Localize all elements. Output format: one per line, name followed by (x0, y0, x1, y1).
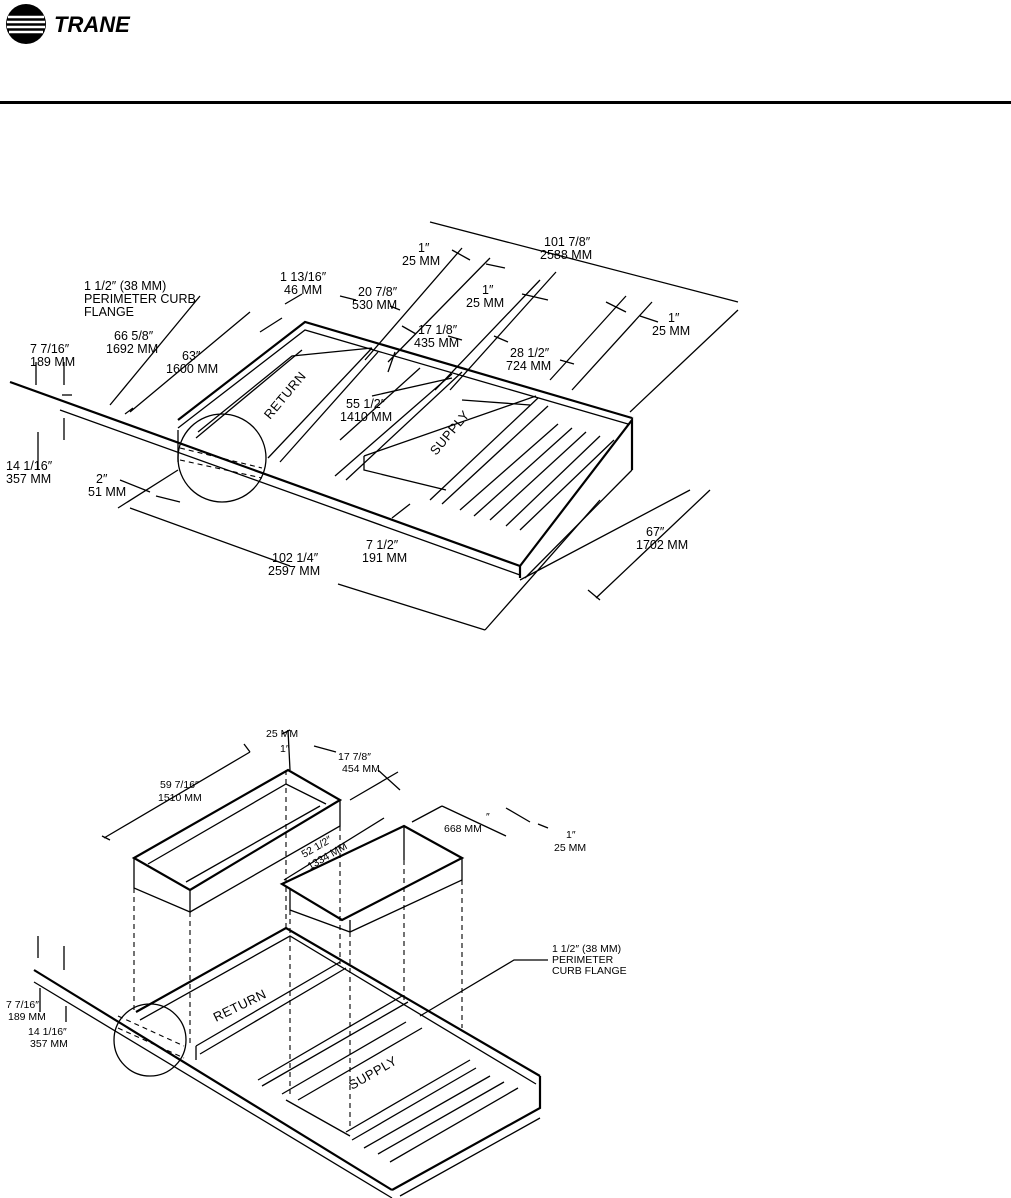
dim2-668-mark: ″ (486, 811, 490, 823)
dim2-17-7-8-in: 17 7/8″ (338, 751, 371, 763)
page-header: TRANE (0, 0, 1011, 106)
dim-20-7-8-in: 20 7/8″ (358, 285, 398, 299)
dim-25-mm-a: 25 MM (402, 254, 440, 268)
dim2-1510-mm: 1510 MM (158, 792, 202, 804)
dim-63-in: 63″ (182, 349, 201, 363)
plenum-drop-lines (133, 770, 463, 1130)
dim-1-in-b: 1″ (482, 283, 494, 297)
dim-435-mm: 435 MM (414, 336, 459, 350)
dim2-25-mm-b: 25 MM (554, 842, 586, 854)
supply-label: SUPPLY (427, 407, 473, 458)
dim-1600-mm: 1600 MM (166, 362, 218, 376)
dim-46-mm: 46 MM (284, 283, 322, 297)
dim-66-5-8-in: 66 5/8″ (114, 329, 154, 343)
dim-2597-mm: 2597 MM (268, 564, 320, 578)
flange2-note-3: CURB FLANGE (552, 965, 627, 977)
dim-724-mm: 724 MM (506, 359, 551, 373)
dim-14-1-16-in: 14 1/16″ (6, 459, 53, 473)
dim-7-1-2-in: 7 1/2″ (366, 538, 399, 552)
dim2-59-7-16-in: 59 7/16″ (160, 779, 199, 791)
dim2-357-mm: 357 MM (30, 1038, 68, 1050)
dim-191-mm: 191 MM (362, 551, 407, 565)
dim-2-in: 2″ (96, 472, 108, 486)
dim2-14-1-16-in: 14 1/16″ (28, 1026, 67, 1038)
curb-outline (9, 320, 634, 579)
supply-label-2: SUPPLY (346, 1053, 400, 1093)
dimension-lines-2 (37, 729, 549, 1022)
dim2-454-mm: 454 MM (342, 763, 380, 775)
detail-circle-2 (113, 1003, 187, 1077)
brand-wordmark: TRANE (54, 12, 131, 37)
flange-note-2: PERIMETER CURB (84, 292, 196, 306)
dim-1-13-16-in: 1 13/16″ (280, 270, 327, 284)
dim2-1-in-a: 1″ (280, 743, 290, 755)
curb-frame (33, 926, 542, 1198)
detail-circle (177, 413, 267, 503)
dim-51-mm: 51 MM (88, 485, 126, 499)
flange2-note-2: PERIMETER (552, 954, 614, 966)
flange-note-3: FLANGE (84, 305, 134, 319)
dim-67-in: 67″ (646, 525, 665, 539)
curb-diagram-exploded: RETURN SUPPLY 1″ 25 MM 17 7/8″ 454 MM 59… (6, 728, 627, 1198)
header-rule (0, 101, 1011, 104)
trane-logo: TRANE (6, 4, 131, 44)
dimension-lines (35, 221, 739, 631)
dim-1-in-a: 1″ (418, 241, 430, 255)
dim-1410-mm: 1410 MM (340, 410, 392, 424)
dim-1-in-c: 1″ (668, 311, 680, 325)
dim-1702-mm: 1702 MM (636, 538, 688, 552)
dimension-text: 1 1/2″ (38 MM) PERIMETER CURB FLANGE 7 7… (6, 235, 690, 578)
dim-25-mm-b: 25 MM (466, 296, 504, 310)
dimension-text-2: 1″ 25 MM 17 7/8″ 454 MM 59 7/16″ 1510 MM… (6, 728, 627, 1050)
supply-plenum (279, 824, 465, 933)
dim2-668-mm: 668 MM (444, 823, 482, 835)
dim-55-1-2-in: 55 1/2″ (346, 397, 386, 411)
return-label: RETURN (261, 368, 309, 421)
trane-logo-mark (6, 4, 46, 44)
dim-28-1-2-in: 28 1/2″ (510, 346, 550, 360)
dim-357-mm: 357 MM (6, 472, 51, 486)
flange2-note-1: 1 1/2″ (38 MM) (552, 943, 621, 955)
dim-101-7-8-in: 101 7/8″ (544, 235, 591, 249)
dim2-25-mm-a: 25 MM (266, 728, 298, 740)
flange-note-1: 1 1/2″ (38 MM) (84, 279, 166, 293)
dim-530-mm: 530 MM (352, 298, 397, 312)
dim2-189-mm: 189 MM (8, 1011, 46, 1023)
dim-2588-mm: 2588 MM (540, 248, 592, 262)
dim-1692-mm: 1692 MM (106, 342, 158, 356)
dim-7-7-16-in: 7 7/16″ (30, 342, 70, 356)
dim2-7-7-16-in: 7 7/16″ (6, 999, 39, 1011)
dim-102-1-4-in: 102 1/4″ (272, 551, 319, 565)
dim-25-mm-c: 25 MM (652, 324, 690, 338)
curb-diagram-top: RETURN SUPPLY 1 1/2″ (38 MM) PERIMETER C… (6, 221, 739, 631)
dim-17-1-8-in: 17 1/8″ (418, 323, 458, 337)
dim-189-mm: 189 MM (30, 355, 75, 369)
dim2-1-in-b: 1″ (566, 829, 576, 841)
